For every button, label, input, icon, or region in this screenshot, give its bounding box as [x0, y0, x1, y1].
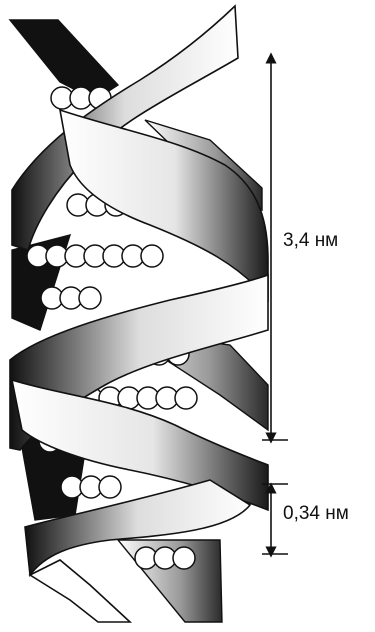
base-circle	[173, 547, 195, 569]
helix-pitch-label: 3,4 нм	[283, 230, 338, 251]
base-circle	[79, 287, 101, 309]
base-circle	[141, 245, 163, 267]
base-circle	[99, 476, 121, 498]
base-spacing-label: 0,34 нм	[283, 503, 349, 524]
base-circle	[175, 387, 197, 409]
ribbon-segment	[30, 560, 130, 622]
front-ribbon	[10, 6, 268, 622]
